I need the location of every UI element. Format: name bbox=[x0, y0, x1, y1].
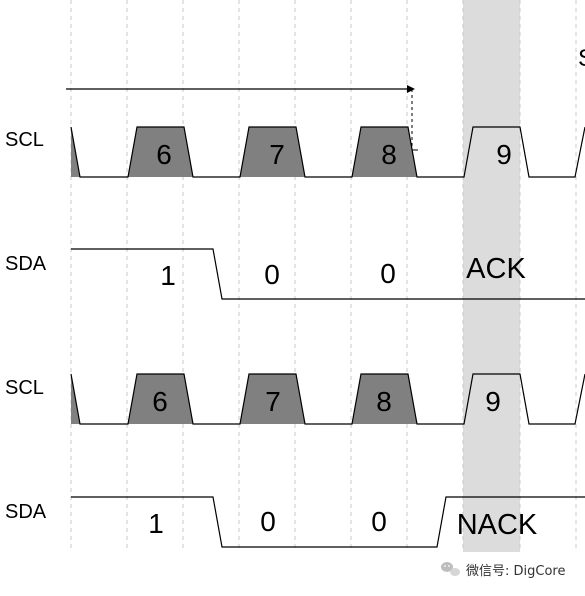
scl-label: SCL bbox=[5, 129, 44, 151]
nack-label: NACK bbox=[457, 509, 538, 541]
scl-pulse-label: 7 bbox=[265, 386, 281, 417]
sda-bit-label: 0 bbox=[371, 506, 387, 537]
scl-pulse-fill bbox=[240, 374, 305, 424]
scl-pulse-fill bbox=[352, 374, 417, 424]
scl-pulse-fill bbox=[240, 127, 305, 177]
scl-pulse-label: 6 bbox=[152, 386, 168, 417]
scl-waveform-ack bbox=[70, 126, 585, 178]
sda-bit-label: 0 bbox=[380, 258, 396, 289]
scl-label: SCL bbox=[5, 377, 44, 399]
sda-waveform-ack bbox=[71, 248, 585, 300]
watermark-text: 微信号: DigCore bbox=[466, 564, 565, 579]
sda-bit-label: 1 bbox=[148, 508, 164, 539]
sda-label: SDA bbox=[5, 501, 47, 523]
scl-pulse-label: 9 bbox=[496, 139, 512, 170]
sda-bit-label: 0 bbox=[264, 259, 280, 290]
sda-label: SDA bbox=[5, 253, 47, 275]
ack-label: ACK bbox=[466, 253, 526, 285]
grid-lines bbox=[70, 0, 577, 552]
sda-bit-label: 1 bbox=[160, 260, 176, 291]
scl-pulse-fill bbox=[352, 127, 417, 177]
scl-pulse-label: 9 bbox=[485, 386, 501, 417]
sda-bit-label: 0 bbox=[260, 506, 276, 537]
scl-pulse-label: 8 bbox=[381, 139, 397, 170]
edge-text: S bbox=[578, 45, 585, 72]
scl-pulse-label: 7 bbox=[269, 139, 285, 170]
sda-waveform-nack bbox=[71, 496, 585, 548]
timing-arrow bbox=[66, 85, 418, 151]
scl-pulse-label: 6 bbox=[156, 139, 172, 170]
scl-pulse-fill bbox=[128, 374, 193, 424]
scl-pulse-label: 8 bbox=[376, 386, 392, 417]
ninth-clock-highlight bbox=[463, 0, 520, 552]
scl-waveform-nack bbox=[70, 373, 585, 425]
scl-pulse-fill bbox=[128, 127, 193, 177]
wechat-icon bbox=[441, 562, 460, 576]
